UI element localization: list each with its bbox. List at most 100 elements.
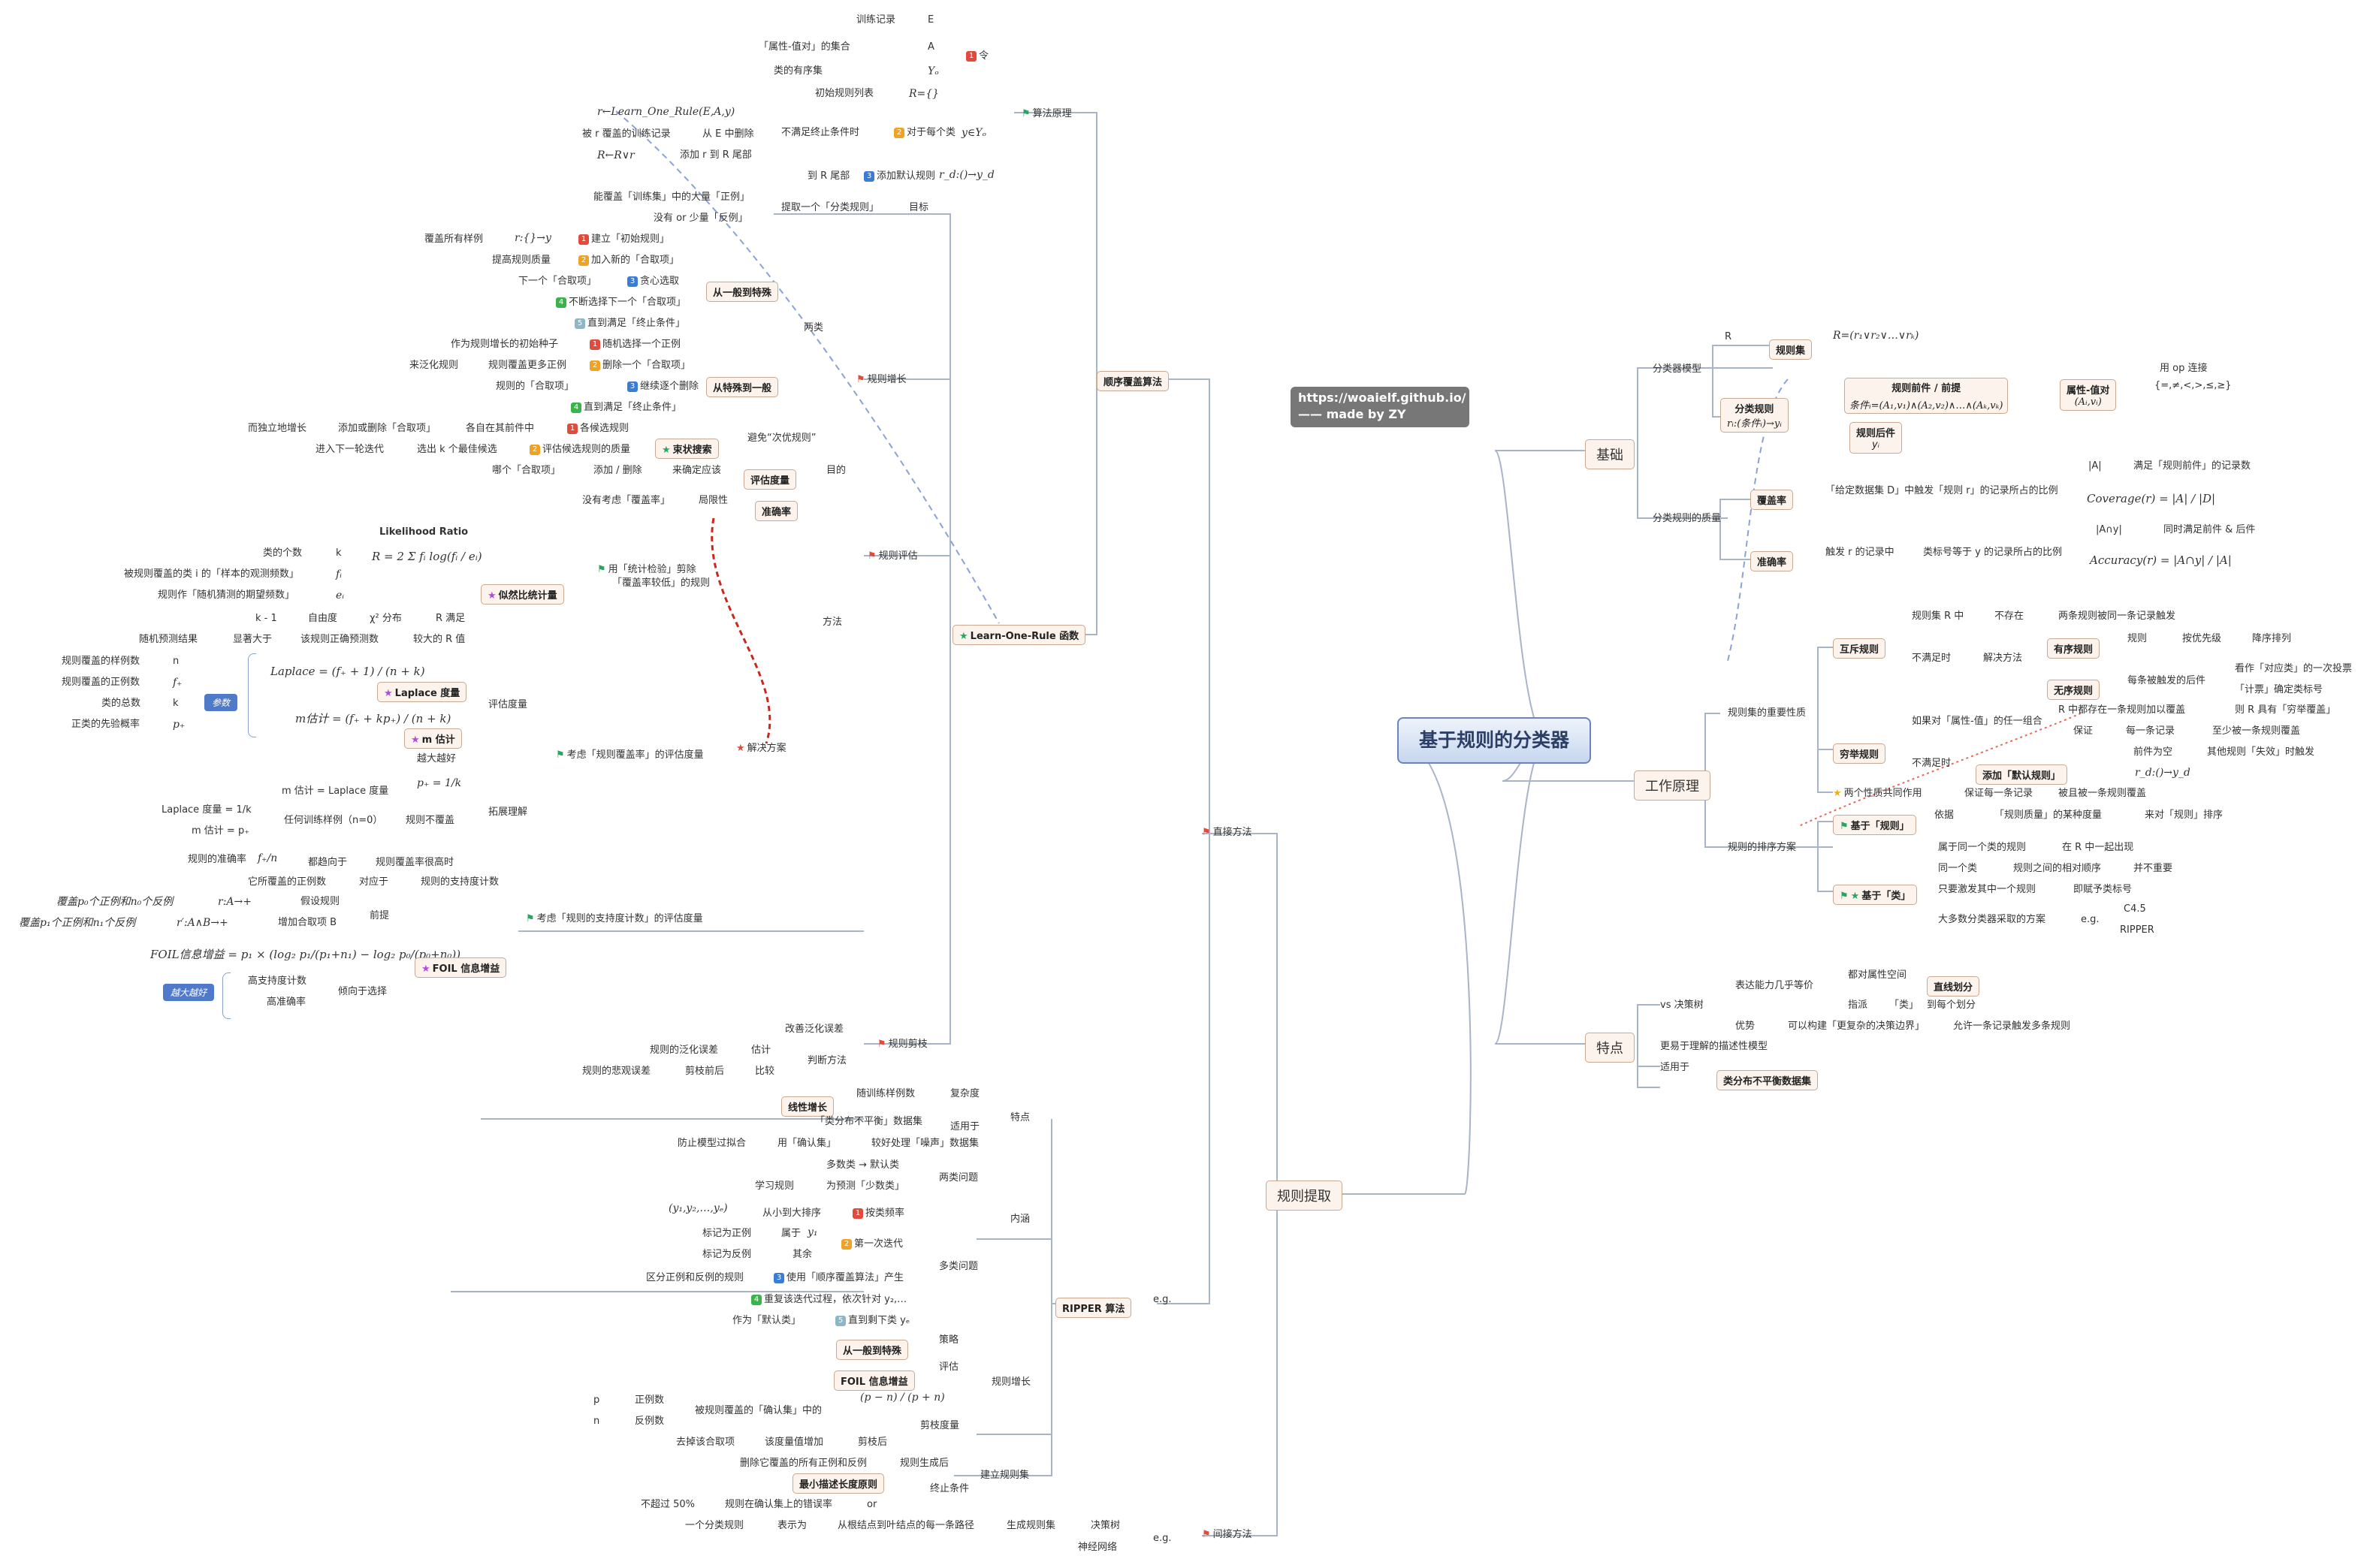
g2s-node[interactable]: 从一般到特殊 bbox=[706, 282, 779, 302]
direct-node: ⚑直接方法 bbox=[1202, 826, 1252, 840]
laplace-label: Laplace 度量 bbox=[394, 688, 460, 699]
rect-a: 指派 bbox=[1848, 1000, 1868, 1011]
laplace-node[interactable]: ★Laplace 度量 bbox=[377, 682, 467, 702]
bigger-tag[interactable]: 越大越好 bbox=[163, 984, 215, 1001]
by-rule-node[interactable]: ⚑基于「规则」 bbox=[1833, 815, 1916, 835]
del-all: 删除它覆盖的所有正例和反例 bbox=[740, 1458, 868, 1469]
star-icon: ★ bbox=[488, 590, 497, 602]
mest-node[interactable]: ★m 估计 bbox=[404, 728, 462, 749]
direct-label: 直接方法 bbox=[1212, 827, 1252, 838]
high: 规则覆盖率很高时 bbox=[376, 857, 454, 868]
ripper-node[interactable]: RIPPER 算法 bbox=[1055, 1298, 1132, 1318]
ripper-g2s-node[interactable]: 从一般到特殊 bbox=[836, 1340, 909, 1360]
prune-f: 剪枝前后 bbox=[685, 1066, 725, 1077]
by-rule-b: 「规则质量」的某种度量 bbox=[1994, 810, 2103, 821]
ei-desc: 规则作「随机猜测的期望频数」 bbox=[158, 590, 295, 601]
n-neg: 反例数 bbox=[635, 1416, 665, 1427]
param-n-sym: n bbox=[173, 656, 180, 667]
eval-label: 规则评估 bbox=[878, 550, 918, 562]
antecedent-node[interactable]: 规则前件 / 前提条件ᵢ=(A₁,v₁)∧(A₂,v₂)∧…∧(Aₖ,vₖ) bbox=[1844, 378, 2009, 414]
number-2-icon: 2 bbox=[530, 444, 540, 455]
yo-label: Yₒ bbox=[928, 65, 939, 77]
mdl-node[interactable]: 最小描述长度原则 bbox=[793, 1473, 885, 1494]
by-class-node[interactable]: ⚑★基于「类」 bbox=[1833, 885, 1918, 905]
param-f-sym: f₊ bbox=[173, 677, 183, 689]
two-cls: 两类问题 bbox=[939, 1172, 979, 1184]
attr-value-node[interactable]: 属性-值对(Aᵢ,vᵢ) bbox=[2060, 379, 2117, 411]
indirect-node: ⚑间接方法 bbox=[1202, 1528, 1252, 1542]
to-tail: 到 R 尾部 bbox=[808, 170, 850, 182]
antecedent-label: 规则前件 / 前提 bbox=[1891, 383, 1961, 394]
lrs-title: Likelihood Ratio bbox=[379, 526, 469, 538]
default-rule-node[interactable]: 添加「默认规则」 bbox=[1976, 764, 2068, 785]
p-sym: p bbox=[593, 1395, 600, 1406]
suits: 适用于 bbox=[1660, 1062, 1690, 1073]
foil-brace bbox=[222, 972, 231, 1019]
support-eval: ⚑考虑「规则的支持度计数」的评估度量 bbox=[526, 912, 703, 926]
acc-node[interactable]: 准确率 bbox=[755, 501, 799, 521]
params-tag[interactable]: 参数 bbox=[204, 694, 238, 711]
unordered-node[interactable]: 无序规则 bbox=[2047, 680, 2100, 700]
params-brace bbox=[248, 653, 256, 737]
cls-eg: e.g. bbox=[2081, 914, 2100, 925]
exhaustive-node[interactable]: 穷举规则 bbox=[1833, 743, 1886, 764]
lrs-node[interactable]: ★似然比统计量 bbox=[481, 584, 564, 605]
accuracy-node[interactable]: 准确率 bbox=[1750, 551, 1794, 571]
foil-label: FOIL 信息增益 bbox=[432, 963, 500, 975]
s2g-node[interactable]: 从特殊到一般 bbox=[706, 377, 779, 397]
ind-gen: 生成规则集 bbox=[1007, 1520, 1056, 1531]
lrs-use: ⚑用「统计检验」剪除 bbox=[597, 563, 696, 577]
beam-1-label: 各候选规则 bbox=[580, 423, 629, 434]
ripper-foil-node[interactable]: FOIL 信息增益 bbox=[834, 1370, 915, 1391]
after-gen: 规则生成后 bbox=[900, 1458, 950, 1469]
lor-node[interactable]: ★Learn-One-Rule 函数 bbox=[953, 625, 1086, 645]
m2b: y₁ bbox=[808, 1226, 818, 1238]
coverage-node[interactable]: 覆盖率 bbox=[1750, 490, 1794, 510]
seq-cover-node[interactable]: 顺序覆盖算法 bbox=[1097, 371, 1170, 391]
ordered-node[interactable]: 有序规则 bbox=[2047, 638, 2100, 659]
cover-eval: ⚑考虑「规则覆盖率」的评估度量 bbox=[556, 749, 704, 762]
star-icon: ★ bbox=[662, 445, 671, 456]
prune-d: 规则的泛化误差 bbox=[650, 1045, 719, 1056]
rect-node[interactable]: 直线划分 bbox=[1927, 976, 1980, 997]
abs-a: |A| bbox=[2088, 460, 2102, 472]
or: or bbox=[867, 1499, 877, 1510]
pn-formula: (p − n) / (p + n) bbox=[860, 1392, 945, 1404]
root-topic[interactable]: 基于规则的分类器 bbox=[1397, 717, 1591, 764]
goal-a: 提取一个「分类规则」 bbox=[781, 202, 880, 213]
m3a: 区分正例和反例的规则 bbox=[646, 1272, 744, 1283]
s2g-4-label: 直到满足「终止条件」 bbox=[584, 402, 682, 413]
ruleset-node[interactable]: 规则集 bbox=[1769, 339, 1813, 360]
topic-extract[interactable]: 规则提取 bbox=[1266, 1181, 1342, 1211]
op-link-label: 用 op 连接 bbox=[2160, 363, 2208, 374]
acc-note: 同时满足前件 & 后件 bbox=[2163, 524, 2256, 535]
topic-work[interactable]: 工作原理 bbox=[1634, 770, 1710, 801]
avoid: 避免“次优规则” bbox=[747, 433, 817, 444]
linear-node[interactable]: 线性增长 bbox=[781, 1096, 835, 1117]
eval-metric-node[interactable]: 评估度量 bbox=[744, 469, 797, 490]
imbalanced-node[interactable]: 类分布不平衡数据集 bbox=[1716, 1070, 1819, 1090]
eval-a: 来确定应该 bbox=[672, 465, 722, 476]
watermark-url: https://woaielf.github.io/ bbox=[1298, 390, 1466, 405]
beam-node[interactable]: ★束状搜索 bbox=[655, 439, 719, 459]
lrs-use-label: 用「统计检验」剪除 bbox=[608, 564, 696, 575]
foil-node[interactable]: ★FOIL 信息增益 bbox=[415, 957, 507, 978]
cov1: 覆盖p₁个正例和n₁个反例 bbox=[19, 917, 136, 929]
topic-feature[interactable]: 特点 bbox=[1585, 1033, 1635, 1063]
star-icon: ★ bbox=[736, 743, 745, 754]
ruleset-formula: R=(r₁∨r₂∨…∨rₖ) bbox=[1833, 330, 1919, 342]
topic-basic[interactable]: 基础 bbox=[1585, 439, 1635, 469]
chi-b: R 满足 bbox=[436, 613, 466, 624]
number-1-icon: 1 bbox=[567, 423, 578, 434]
mutex-node[interactable]: 互斥规则 bbox=[1833, 638, 1886, 659]
cls-f: 只要激发其中一个规则 bbox=[1938, 884, 2036, 895]
foil-c: 规则的支持度计数 bbox=[421, 876, 500, 888]
